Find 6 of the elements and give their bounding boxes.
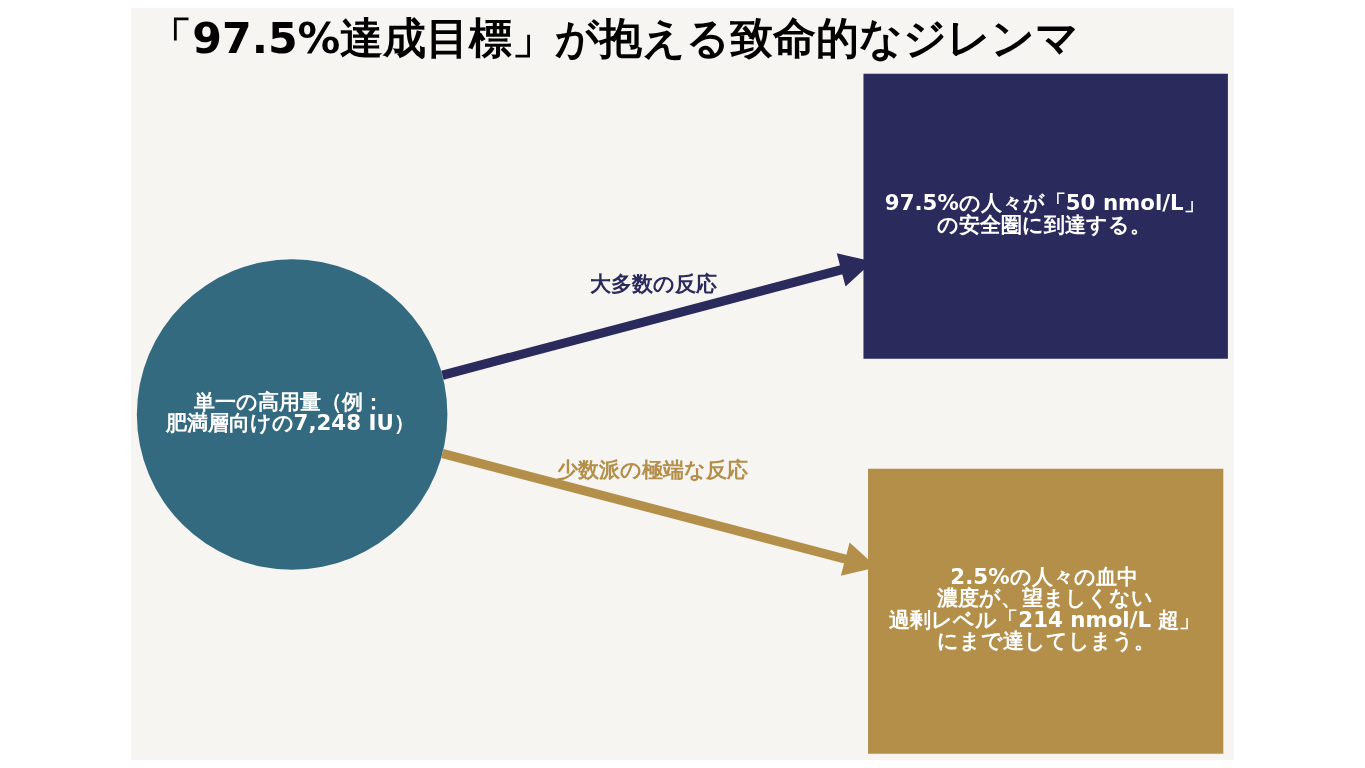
node-circle: 単一の高用量（例：肥満層向けの7,248 IU） xyxy=(136,259,448,570)
node-box: 2.5%の人々の血中濃度が、望ましくない過剰レベル「214 nmol/L 超」にまで達してしまう。 xyxy=(868,468,1224,754)
edge-label: 大多数の反応 xyxy=(589,271,717,297)
edge-label: 少数派の極端な反応 xyxy=(556,457,748,483)
node-box: 97.5%の人々が「50 nmol/L」の安全圏に到達する。 xyxy=(863,73,1228,359)
diagram-title: 「97.5%達成目標」が抱える致命的なジレンマ xyxy=(149,12,1080,63)
